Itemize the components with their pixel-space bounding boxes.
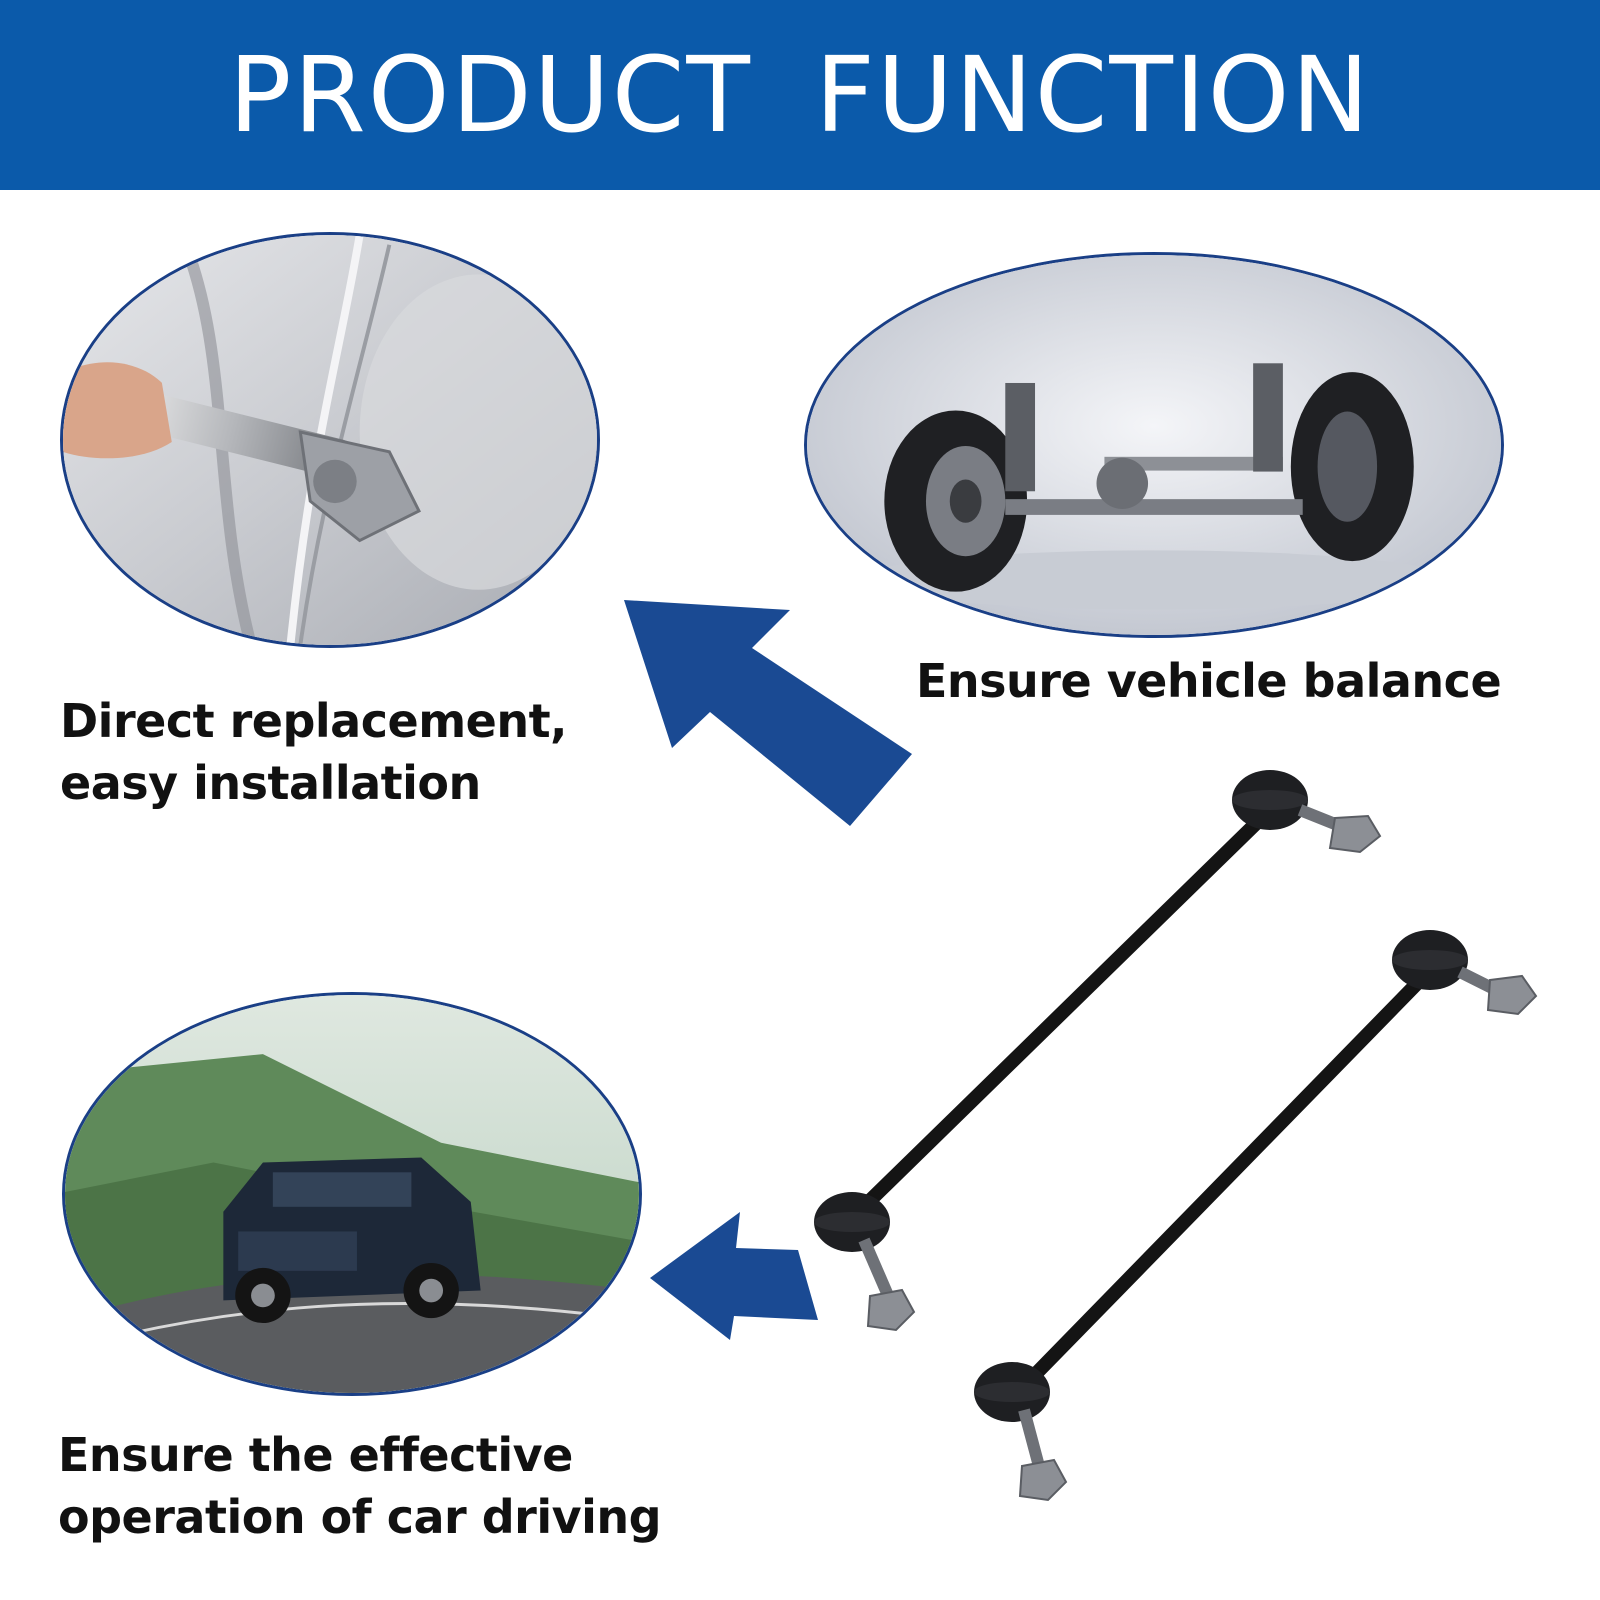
page-title: PRODUCT FUNCTION — [228, 34, 1372, 156]
car-driving-photo — [62, 992, 642, 1396]
arrow-left-icon — [650, 1212, 818, 1340]
caption-vehicle-balance: Ensure vehicle balance — [916, 654, 1502, 708]
caption-effective-operation: Ensure the effective operation of car dr… — [58, 1428, 662, 1544]
header-banner: PRODUCT FUNCTION — [0, 0, 1600, 190]
sway-bar-link-rear — [974, 930, 1538, 1502]
caption-direct-replacement: Direct replacement, easy installation — [60, 694, 568, 810]
arrow-up-left-icon — [624, 600, 912, 826]
suspension-axle-photo — [804, 252, 1504, 638]
sway-bar-link-front — [814, 770, 1382, 1332]
sway-bar-links-image — [814, 770, 1538, 1502]
wrench-installation-photo — [60, 232, 600, 648]
